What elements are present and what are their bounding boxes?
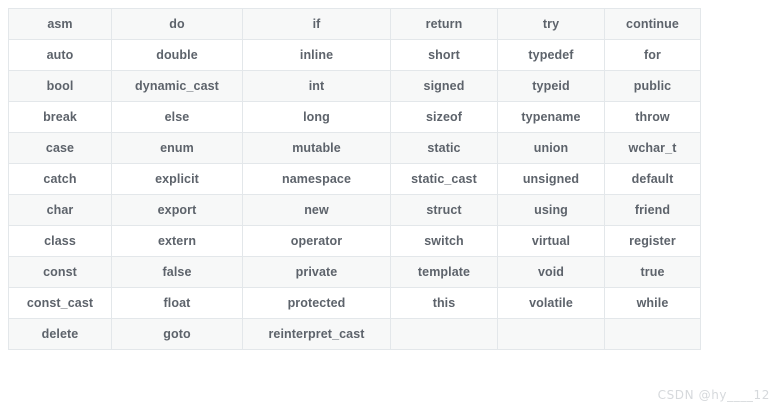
keyword-cell: continue [604,8,701,40]
keyword-cell: switch [390,225,498,257]
keyword-cell: asm [8,8,112,40]
keyword-cell: void [497,256,605,288]
keyword-cell: float [111,287,243,319]
keyword-cell: static [390,132,498,164]
keyword-cell: auto [8,39,112,71]
keyword-cell: do [111,8,243,40]
keyword-cell: enum [111,132,243,164]
keyword-cell: sizeof [390,101,498,133]
keyword-cell: volatile [497,287,605,319]
keyword-cell: case [8,132,112,164]
empty-cell [497,318,605,350]
keyword-cell: else [111,101,243,133]
keyword-cell: explicit [111,163,243,195]
keyword-cell: typedef [497,39,605,71]
keyword-cell: using [497,194,605,226]
keyword-cell: char [8,194,112,226]
keyword-cell: typeid [497,70,605,102]
keyword-cell: static_cast [390,163,498,195]
keyword-cell: reinterpret_cast [242,318,391,350]
keyword-cell: public [604,70,701,102]
keyword-cell: false [111,256,243,288]
keyword-cell: register [604,225,701,257]
keyword-cell: try [497,8,605,40]
watermark-text: CSDN @hy____12 [657,388,770,402]
keyword-cell: throw [604,101,701,133]
keyword-cell: friend [604,194,701,226]
keyword-cell: delete [8,318,112,350]
keyword-cell: protected [242,287,391,319]
keyword-cell: union [497,132,605,164]
keyword-cell: catch [8,163,112,195]
keyword-cell: goto [111,318,243,350]
keyword-cell: long [242,101,391,133]
keyword-cell: typename [497,101,605,133]
keyword-cell: bool [8,70,112,102]
keyword-cell: template [390,256,498,288]
keyword-cell: if [242,8,391,40]
keyword-cell: export [111,194,243,226]
keyword-cell: mutable [242,132,391,164]
keyword-cell: inline [242,39,391,71]
keyword-cell: new [242,194,391,226]
keyword-cell: const_cast [8,287,112,319]
keyword-cell: true [604,256,701,288]
keyword-cell: wchar_t [604,132,701,164]
keyword-cell: extern [111,225,243,257]
keyword-cell: short [390,39,498,71]
keyword-cell: while [604,287,701,319]
keyword-cell: for [604,39,701,71]
keyword-cell: this [390,287,498,319]
keyword-cell: double [111,39,243,71]
empty-cell [390,318,498,350]
keyword-cell: const [8,256,112,288]
keyword-cell: class [8,225,112,257]
keyword-cell: dynamic_cast [111,70,243,102]
keyword-cell: signed [390,70,498,102]
keyword-cell: break [8,101,112,133]
keyword-cell: unsigned [497,163,605,195]
keyword-cell: private [242,256,391,288]
keyword-cell: default [604,163,701,195]
keyword-cell: operator [242,225,391,257]
keyword-cell: int [242,70,391,102]
keyword-cell: namespace [242,163,391,195]
keyword-cell: struct [390,194,498,226]
empty-cell [604,318,701,350]
keyword-cell: virtual [497,225,605,257]
keyword-cell: return [390,8,498,40]
